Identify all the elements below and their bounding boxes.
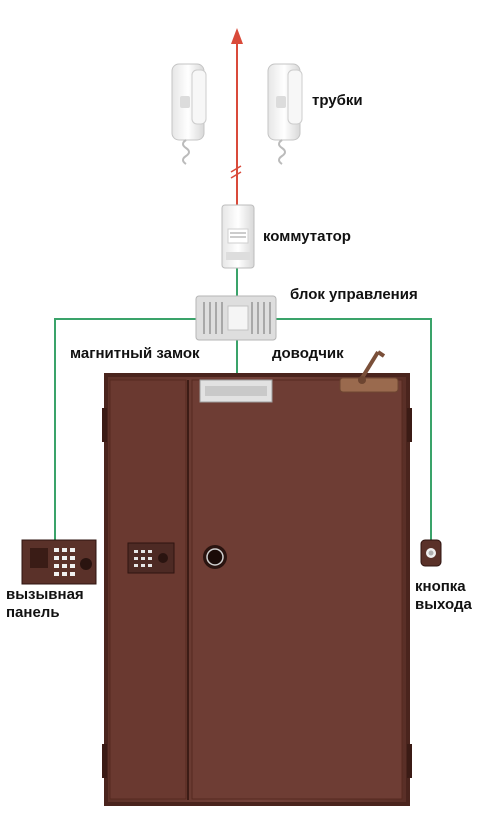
exit-button-label: кнопка выхода	[415, 578, 472, 614]
door	[102, 373, 412, 806]
call-panel-label: вызывная панель	[6, 586, 84, 622]
control-wires	[54, 268, 432, 540]
magnetic-lock-icon	[199, 379, 273, 403]
door-closer-label: доводчик	[272, 345, 344, 362]
door-keypad-icon	[127, 542, 175, 574]
door-handle-icon	[203, 545, 227, 569]
call-panel-label-line2: панель	[6, 604, 60, 621]
control-unit-label: блок управления	[290, 286, 418, 303]
call-panel-label-line1: вызывная	[6, 586, 84, 603]
magnetic-lock-label: магнитный замок	[70, 345, 200, 362]
exit-button-label-line1: кнопка	[415, 578, 466, 595]
exit-button-icon	[420, 539, 442, 567]
exit-button-label-line2: выхода	[415, 596, 472, 613]
switch-label: коммутатор	[263, 228, 351, 245]
riser-wire	[230, 28, 243, 205]
door-closer-icon	[339, 350, 399, 393]
handsets-label: трубки	[312, 92, 363, 109]
control-unit-icon	[195, 295, 277, 341]
switch-device-icon	[221, 204, 255, 269]
handset-left-icon	[171, 63, 207, 165]
handset-right-icon	[267, 63, 303, 165]
call-panel-icon	[21, 539, 97, 585]
